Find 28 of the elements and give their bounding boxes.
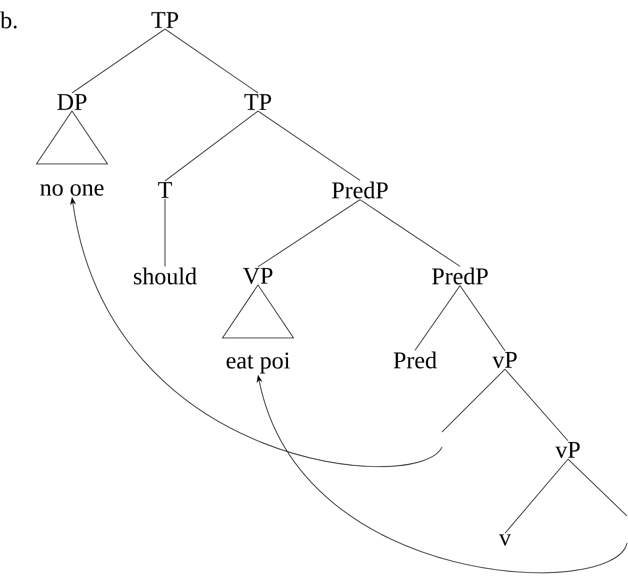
branch-line (414, 285, 460, 351)
tree-label: T (158, 182, 172, 198)
tree-label: v (499, 534, 511, 546)
tree-label: PredP (332, 182, 388, 198)
branch-line (360, 199, 460, 267)
tree-label: TP (151, 12, 178, 28)
tree-label: TP (244, 94, 272, 110)
branch-line (568, 458, 628, 516)
branch-line (164, 110, 258, 182)
tree-label: vP (555, 442, 580, 458)
tree-label: eat poi (226, 352, 290, 374)
tree-label: no one (40, 184, 104, 196)
branch-line (504, 368, 568, 442)
tree-label: PredP (432, 268, 488, 284)
branch-line (164, 28, 258, 94)
branch-line (504, 458, 568, 534)
branch-line (164, 198, 166, 267)
branch-line (460, 285, 506, 352)
branch-line (258, 199, 360, 268)
branch-line (442, 368, 506, 432)
tree-label: DP (57, 94, 86, 110)
branch-line (72, 28, 166, 94)
tree-label: VP (242, 268, 272, 284)
item-label: b. (0, 12, 17, 28)
tree-label: should (134, 268, 197, 284)
tree-label: Pred (394, 352, 437, 368)
tree-label: vP (492, 352, 517, 368)
branch-line (258, 110, 360, 181)
